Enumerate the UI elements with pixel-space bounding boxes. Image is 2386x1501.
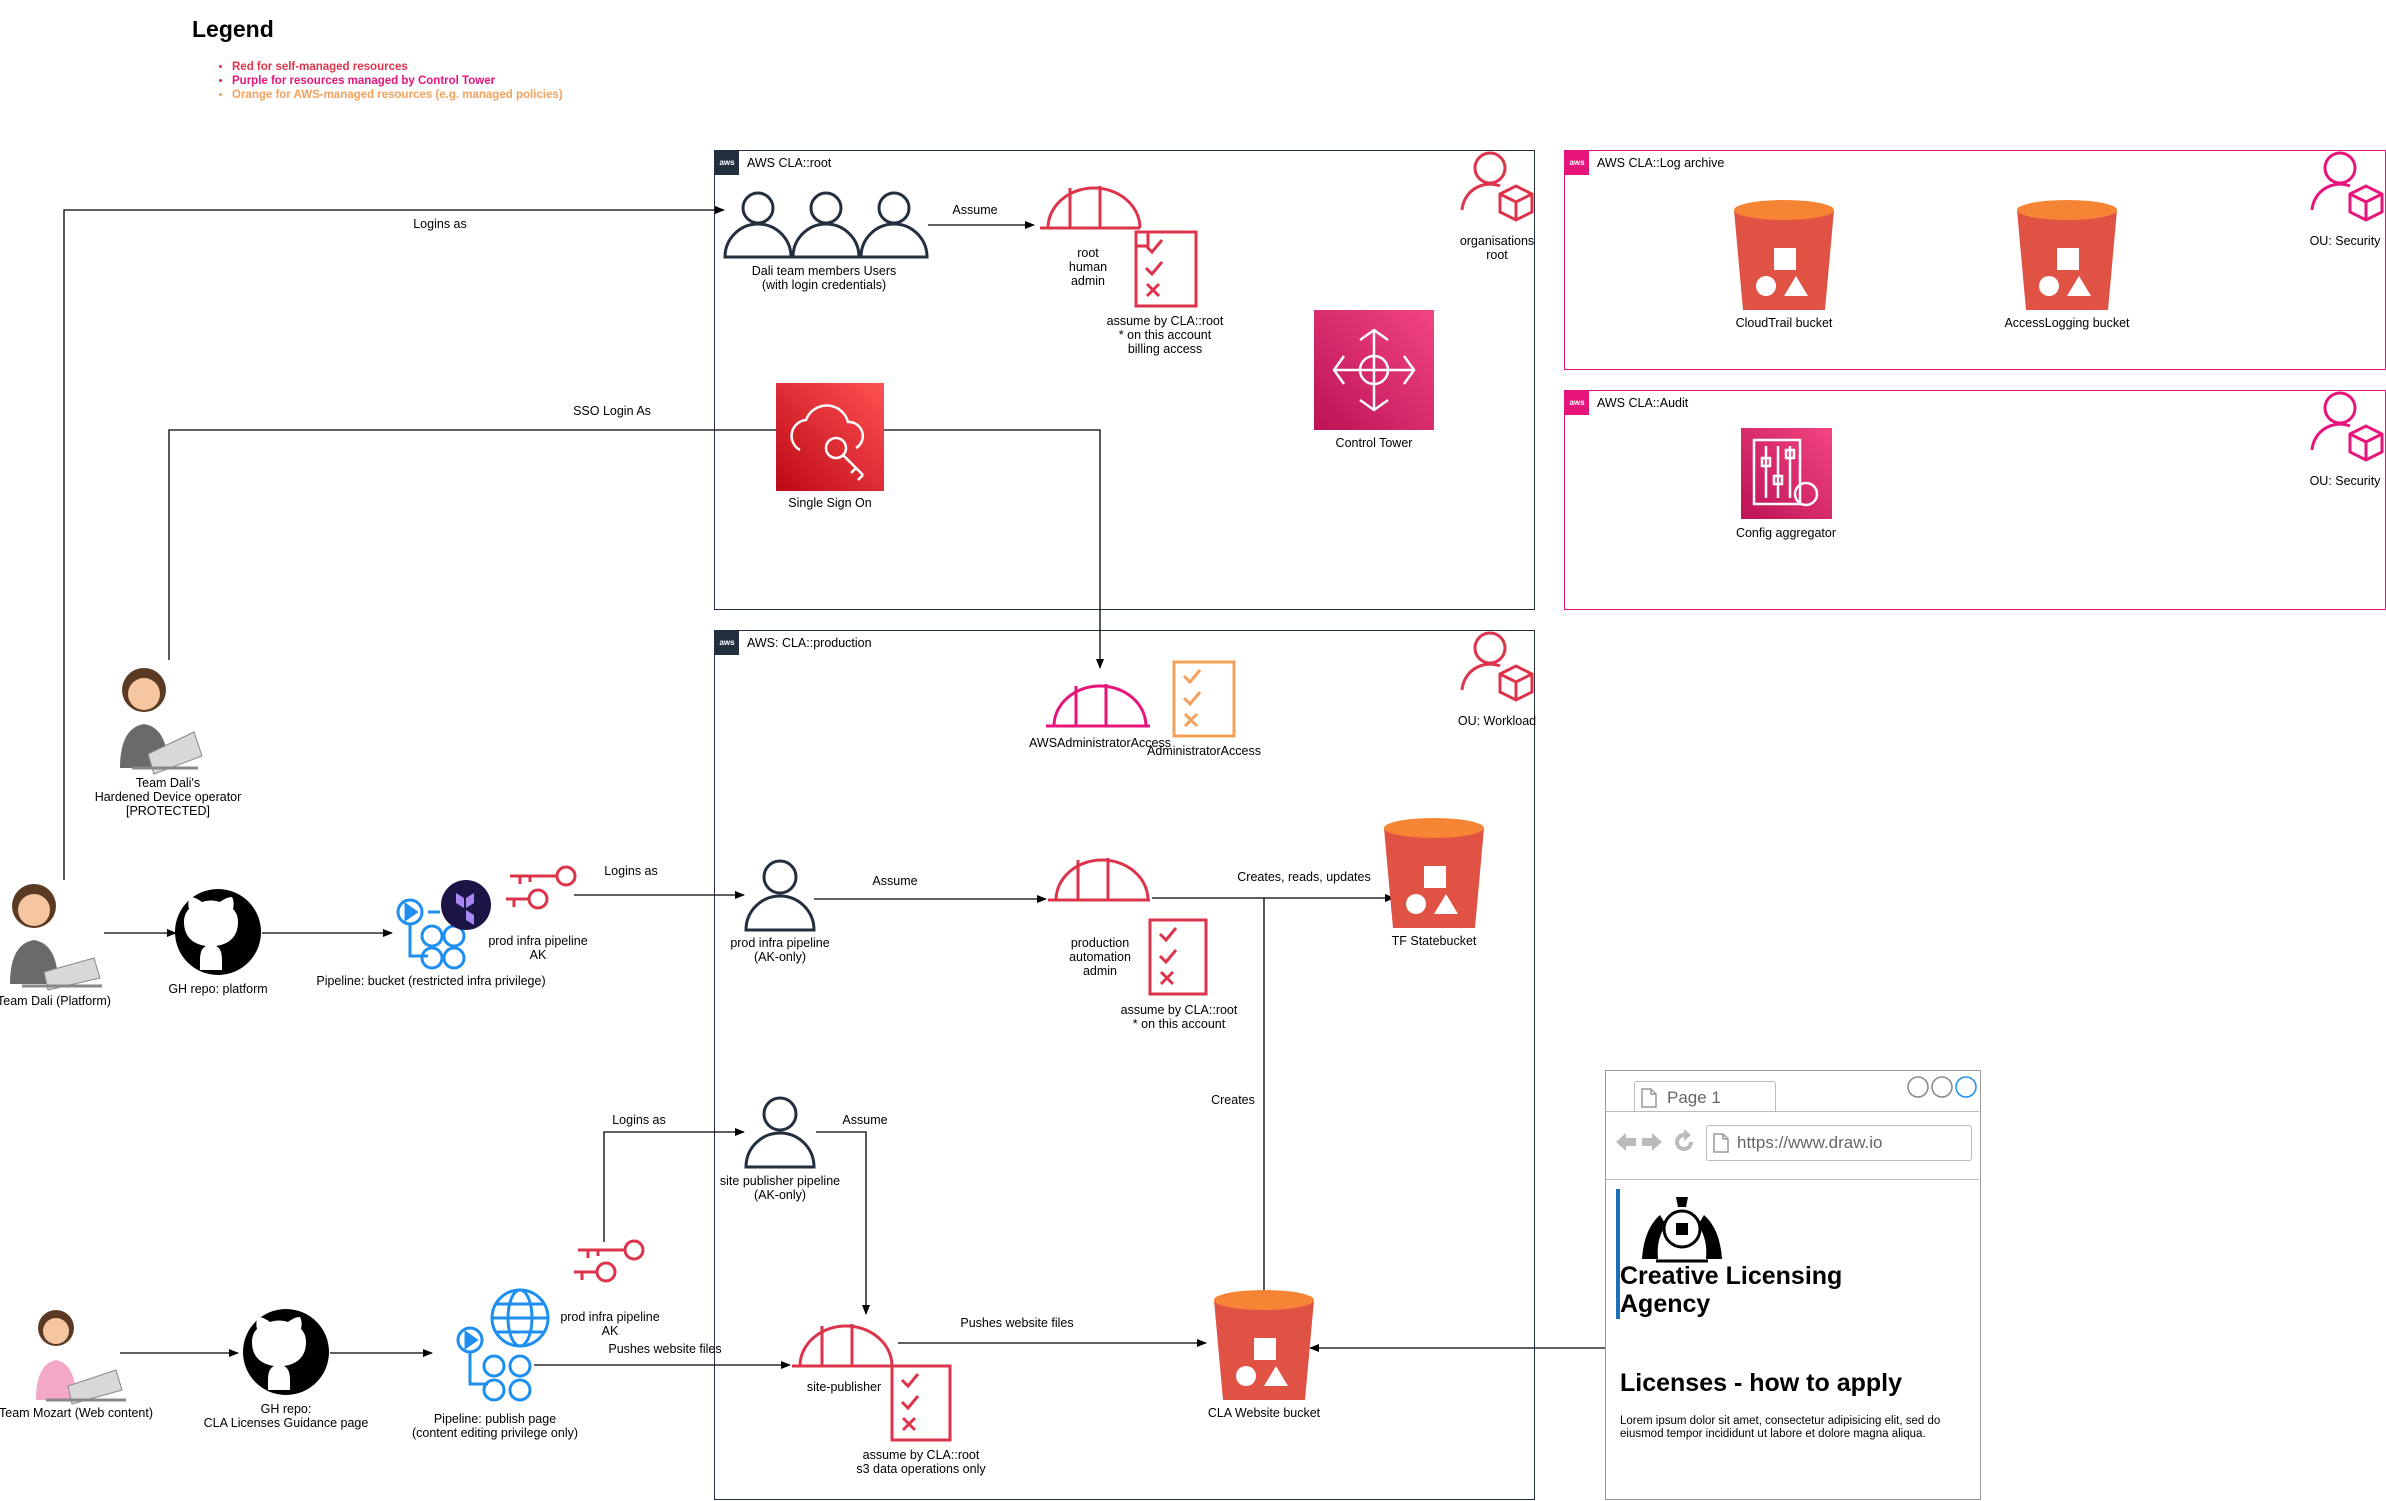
- edge-label-logins-as-1: Logins as: [413, 217, 467, 231]
- label-prod-policy: assume by CLA::root * on this account: [1120, 1003, 1238, 1031]
- label-gh-platform: GH repo: platform: [168, 982, 268, 996]
- window-controls[interactable]: [1906, 1075, 1978, 1101]
- label-site-publisher-role: site-publisher: [806, 1380, 882, 1394]
- page-icon: [1713, 1133, 1729, 1153]
- label-ou-workload: OU: Workload: [1457, 714, 1537, 728]
- body-text: Lorem ipsum dolor sit amet, consectetur …: [1620, 1415, 1941, 1440]
- aws-logo-icon: aws: [715, 631, 739, 655]
- label-team-mozart: Team Mozart (Web content): [0, 1406, 153, 1420]
- browser-mockup[interactable]: Page 1 https://www.draw.io Creative Lice…: [1605, 1070, 1981, 1500]
- agency-title: Creative Licensing Agency: [1620, 1262, 1843, 1318]
- bucket-icons: [1214, 200, 2117, 1400]
- label-sso: Single Sign On: [788, 496, 872, 510]
- label-prod-infra-user: prod infra pipeline (AK-only): [730, 936, 830, 964]
- label-pipeline-bucket: Pipeline: bucket (restricted infra privi…: [316, 974, 546, 988]
- brand-bar: [1616, 1189, 1620, 1319]
- label-access-logging: AccessLogging bucket: [2004, 316, 2130, 330]
- aws-logo-icon: aws: [1565, 151, 1589, 175]
- label-prod-automation: production automation admin: [1069, 936, 1131, 978]
- edge-logins-as-1: [63, 206, 725, 880]
- config-aggregator-icon: [1741, 428, 1832, 519]
- legend-list: Red for self-managed resources Purple fo…: [232, 60, 563, 102]
- nav-icons[interactable]: [1614, 1129, 1704, 1155]
- aws-logo-icon: aws: [1565, 391, 1589, 415]
- edge-label-pushes-2: Pushes website files: [960, 1316, 1074, 1330]
- edge-label-logins-as-3: Logins as: [612, 1113, 666, 1127]
- label-control-tower: Control Tower: [1335, 436, 1413, 450]
- edge-label-sso-login: SSO Login As: [573, 404, 651, 418]
- terraform-icon: [441, 880, 491, 930]
- ou-workload-icon: [1460, 631, 1534, 702]
- legend-item-red: Red for self-managed resources: [232, 60, 563, 74]
- label-ou-security-1: OU: Security: [2309, 234, 2381, 248]
- label-site-publisher-user: site publisher pipeline (AK-only): [719, 1174, 841, 1202]
- legend-item-purple: Purple for resources managed by Control …: [232, 74, 563, 88]
- github-icons: [175, 889, 329, 1395]
- label-prod-infra-ak-2: prod infra pipeline AK: [560, 1310, 660, 1338]
- edge-label-pushes-1: Pushes website files: [608, 1342, 722, 1356]
- group-title: AWS: CLA::production: [747, 636, 872, 650]
- label-ou-security-2: OU: Security: [2309, 474, 2381, 488]
- url-text: https://www.draw.io: [1737, 1133, 1883, 1152]
- group-cla-production[interactable]: aws AWS: CLA::production: [714, 630, 1535, 1500]
- label-config-aggregator: Config aggregator: [1735, 526, 1837, 540]
- pipeline-icons: [396, 898, 550, 1402]
- label-dali-users: Dali team members Users (with login cred…: [751, 264, 897, 292]
- label-root-policy: assume by CLA::root * on this account bi…: [1106, 314, 1224, 356]
- label-org-root: organisations root: [1459, 234, 1535, 262]
- edge-logins-as-3: [603, 1128, 745, 1242]
- ou-security-icon-2: [2310, 391, 2384, 462]
- legend-item-orange: Orange for AWS-managed resources (e.g. m…: [232, 88, 563, 102]
- edge-label-assume-2: Assume: [872, 874, 918, 888]
- person-icons: [10, 668, 203, 1405]
- legend-title: Legend: [192, 16, 274, 42]
- org-root-icon: [1460, 151, 1534, 222]
- ou-security-icon-1: [2310, 151, 2384, 222]
- label-site-policy: assume by CLA::root s3 data operations o…: [856, 1448, 986, 1476]
- label-administrator-access: AdministratorAccess: [1147, 744, 1261, 758]
- users-icon: [723, 191, 929, 259]
- edge-sso-login: [168, 429, 1104, 669]
- edge-label-assume-1: Assume: [952, 203, 998, 217]
- group-title: AWS CLA::Audit: [1597, 396, 1689, 410]
- browser-tab[interactable]: Page 1: [1634, 1081, 1776, 1112]
- url-bar[interactable]: https://www.draw.io: [1706, 1125, 1972, 1161]
- group-title: AWS CLA::Log archive: [1597, 156, 1725, 170]
- label-pipeline-publish: Pipeline: publish page (content editing …: [411, 1412, 579, 1440]
- label-root-admin: root human admin: [1068, 246, 1108, 288]
- edge-label-assume-3: Assume: [842, 1113, 888, 1127]
- group-title: AWS CLA::root: [747, 156, 832, 170]
- page-heading: Licenses - how to apply: [1620, 1369, 1902, 1397]
- edge-label-creates-reads: Creates, reads, updates: [1237, 870, 1371, 884]
- control-tower-icon: [1314, 310, 1434, 430]
- label-cloudtrail: CloudTrail bucket: [1735, 316, 1833, 330]
- user-icons: [744, 859, 816, 1169]
- key-icons: [506, 865, 645, 1283]
- label-aws-admin-access: AWSAdministratorAccess: [1029, 736, 1171, 750]
- edge-label-creates: Creates: [1211, 1093, 1255, 1107]
- label-tf-statebucket: TF Statebucket: [1391, 934, 1477, 948]
- group-cla-root[interactable]: aws AWS CLA::root: [714, 150, 1535, 610]
- label-gh-guidance: GH repo: CLA Licenses Guidance page: [203, 1402, 369, 1430]
- label-hardened-operator: Team Dali's Hardened Device operator [PR…: [94, 776, 242, 818]
- label-prod-infra-ak: prod infra pipeline AK: [488, 934, 588, 962]
- page-icon: [1641, 1088, 1657, 1108]
- royal-coat-of-arms-icon: [1642, 1197, 1722, 1263]
- label-team-dali: Team Dali (Platform): [0, 994, 111, 1008]
- browser-tab-label: Page 1: [1667, 1088, 1721, 1107]
- helmet-icons: [792, 186, 1236, 1442]
- label-cla-website-bucket: CLA Website bucket: [1207, 1406, 1321, 1420]
- edge-label-logins-as-2: Logins as: [604, 864, 658, 878]
- aws-logo-icon: aws: [715, 151, 739, 175]
- sso-icon: [776, 383, 884, 491]
- edge-assume-3: [816, 1131, 870, 1315]
